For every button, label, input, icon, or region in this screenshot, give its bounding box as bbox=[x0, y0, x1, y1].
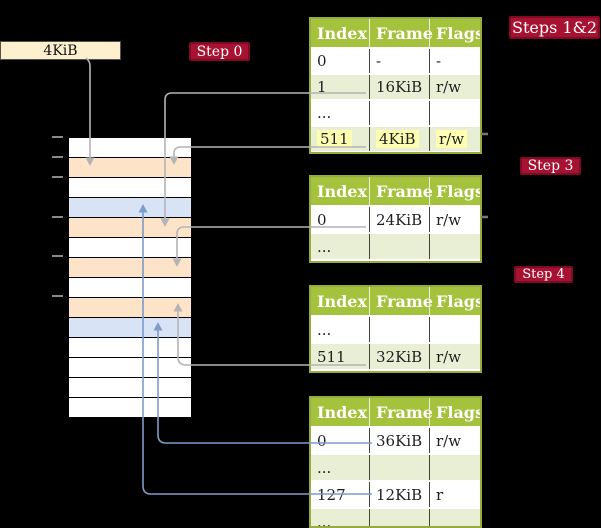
cell-frame: 32KiB bbox=[376, 347, 423, 366]
page-table-3: Index Frame Flags ... 511 32KiB r/w bbox=[309, 285, 482, 373]
table-row: 0 24KiB r/w bbox=[311, 205, 480, 232]
page-table-1: Index Frame Flags 0 - - 1 16KiB r/w ... … bbox=[309, 17, 482, 154]
step-0-badge: Step 0 bbox=[189, 42, 250, 61]
cell-index: 0 bbox=[317, 210, 327, 229]
header-cell-index: Index bbox=[311, 287, 370, 315]
table-row-highlighted: 511 4KiB r/w bbox=[311, 125, 480, 151]
step-4-badge: Step 4 bbox=[514, 266, 573, 283]
cell-frame: - bbox=[376, 52, 382, 70]
cell-flags: r/w bbox=[436, 130, 468, 148]
memory-row-7 bbox=[69, 257, 191, 277]
cell-index: 1 bbox=[317, 78, 327, 96]
header-cell-flags: Flags bbox=[436, 23, 482, 43]
header-cell-index: Index bbox=[311, 398, 370, 426]
memory-row-2 bbox=[69, 157, 191, 177]
memory-row-12 bbox=[69, 357, 191, 377]
page-table-4: Index Frame Flags 0 36KiB r/w ... 127 12… bbox=[309, 396, 482, 528]
tick-mark bbox=[52, 255, 63, 257]
tick-mark bbox=[52, 176, 63, 178]
cell-flags: r/w bbox=[436, 431, 462, 450]
table-row: 511 32KiB r/w bbox=[311, 342, 480, 369]
cell-flags: r/w bbox=[436, 347, 462, 366]
cell-flags: r/w bbox=[436, 210, 462, 229]
tick-mark bbox=[52, 136, 63, 138]
table-header-row: Index Frame Flags bbox=[311, 19, 480, 47]
tick-mark bbox=[52, 156, 63, 158]
header-cell-flags: Flags bbox=[436, 181, 482, 201]
table-row: 0 36KiB r/w bbox=[311, 426, 480, 453]
header-cell-frame: Frame bbox=[370, 287, 433, 315]
memory-row-1 bbox=[69, 138, 191, 157]
cell-flags: r bbox=[436, 485, 444, 504]
cell-index: ... bbox=[317, 458, 332, 477]
table-row: ... bbox=[311, 232, 480, 259]
cell-index: ... bbox=[317, 320, 332, 339]
cell-index: 0 bbox=[317, 52, 327, 70]
table-row: ... bbox=[311, 507, 480, 528]
header-cell-flags: Flags bbox=[436, 291, 482, 311]
tick-mark bbox=[52, 216, 63, 218]
memory-row-4 bbox=[69, 197, 191, 217]
frame-size-label: 4KiB bbox=[43, 42, 78, 59]
table-header-row: Index Frame Flags bbox=[311, 398, 480, 426]
cell-frame: 24KiB bbox=[376, 210, 423, 229]
memory-row-11 bbox=[69, 337, 191, 357]
header-cell-flags: Flags bbox=[436, 402, 482, 422]
cell-frame: 4KiB bbox=[376, 130, 419, 148]
table-header-row: Index Frame Flags bbox=[311, 177, 480, 205]
header-cell-frame: Frame bbox=[370, 177, 433, 205]
memory-row-9 bbox=[69, 297, 191, 317]
header-cell-index: Index bbox=[311, 177, 370, 205]
memory-row-14 bbox=[69, 397, 191, 417]
cell-index: 511 bbox=[317, 130, 352, 148]
cell-flags: r/w bbox=[436, 78, 462, 96]
physical-memory-column bbox=[68, 137, 192, 418]
step-3-badge: Step 3 bbox=[520, 157, 581, 175]
cell-flags: - bbox=[436, 52, 442, 70]
cell-index: ... bbox=[317, 512, 332, 528]
table-row: ... bbox=[311, 315, 480, 342]
cell-frame: 36KiB bbox=[376, 431, 423, 450]
cell-index: 0 bbox=[317, 431, 327, 450]
memory-row-5 bbox=[69, 217, 191, 237]
table-row: 127 12KiB r bbox=[311, 480, 480, 507]
memory-row-10 bbox=[69, 317, 191, 337]
header-cell-index: Index bbox=[311, 19, 370, 47]
header-cell-frame: Frame bbox=[370, 398, 433, 426]
page-table-2: Index Frame Flags 0 24KiB r/w ... bbox=[309, 175, 482, 263]
steps-1-2-badge: Steps 1&2 bbox=[509, 16, 600, 39]
memory-row-8 bbox=[69, 277, 191, 297]
cell-index: ... bbox=[317, 237, 332, 256]
tick-mark bbox=[52, 295, 63, 297]
memory-row-13 bbox=[69, 377, 191, 397]
table-row: ... bbox=[311, 453, 480, 480]
memory-row-3 bbox=[69, 177, 191, 197]
cell-frame: 12KiB bbox=[376, 485, 423, 504]
table-header-row: Index Frame Flags bbox=[311, 287, 480, 315]
cell-index: 511 bbox=[317, 347, 346, 366]
cell-frame: 16KiB bbox=[376, 78, 423, 96]
table-row: ... bbox=[311, 99, 480, 125]
table-row: 1 16KiB r/w bbox=[311, 73, 480, 99]
table-row: 0 - - bbox=[311, 47, 480, 73]
memory-row-6 bbox=[69, 237, 191, 257]
cell-index: ... bbox=[317, 104, 332, 122]
frame-size-label-box: 4KiB bbox=[0, 41, 121, 60]
cell-index: 127 bbox=[317, 485, 346, 504]
header-cell-frame: Frame bbox=[370, 19, 433, 47]
